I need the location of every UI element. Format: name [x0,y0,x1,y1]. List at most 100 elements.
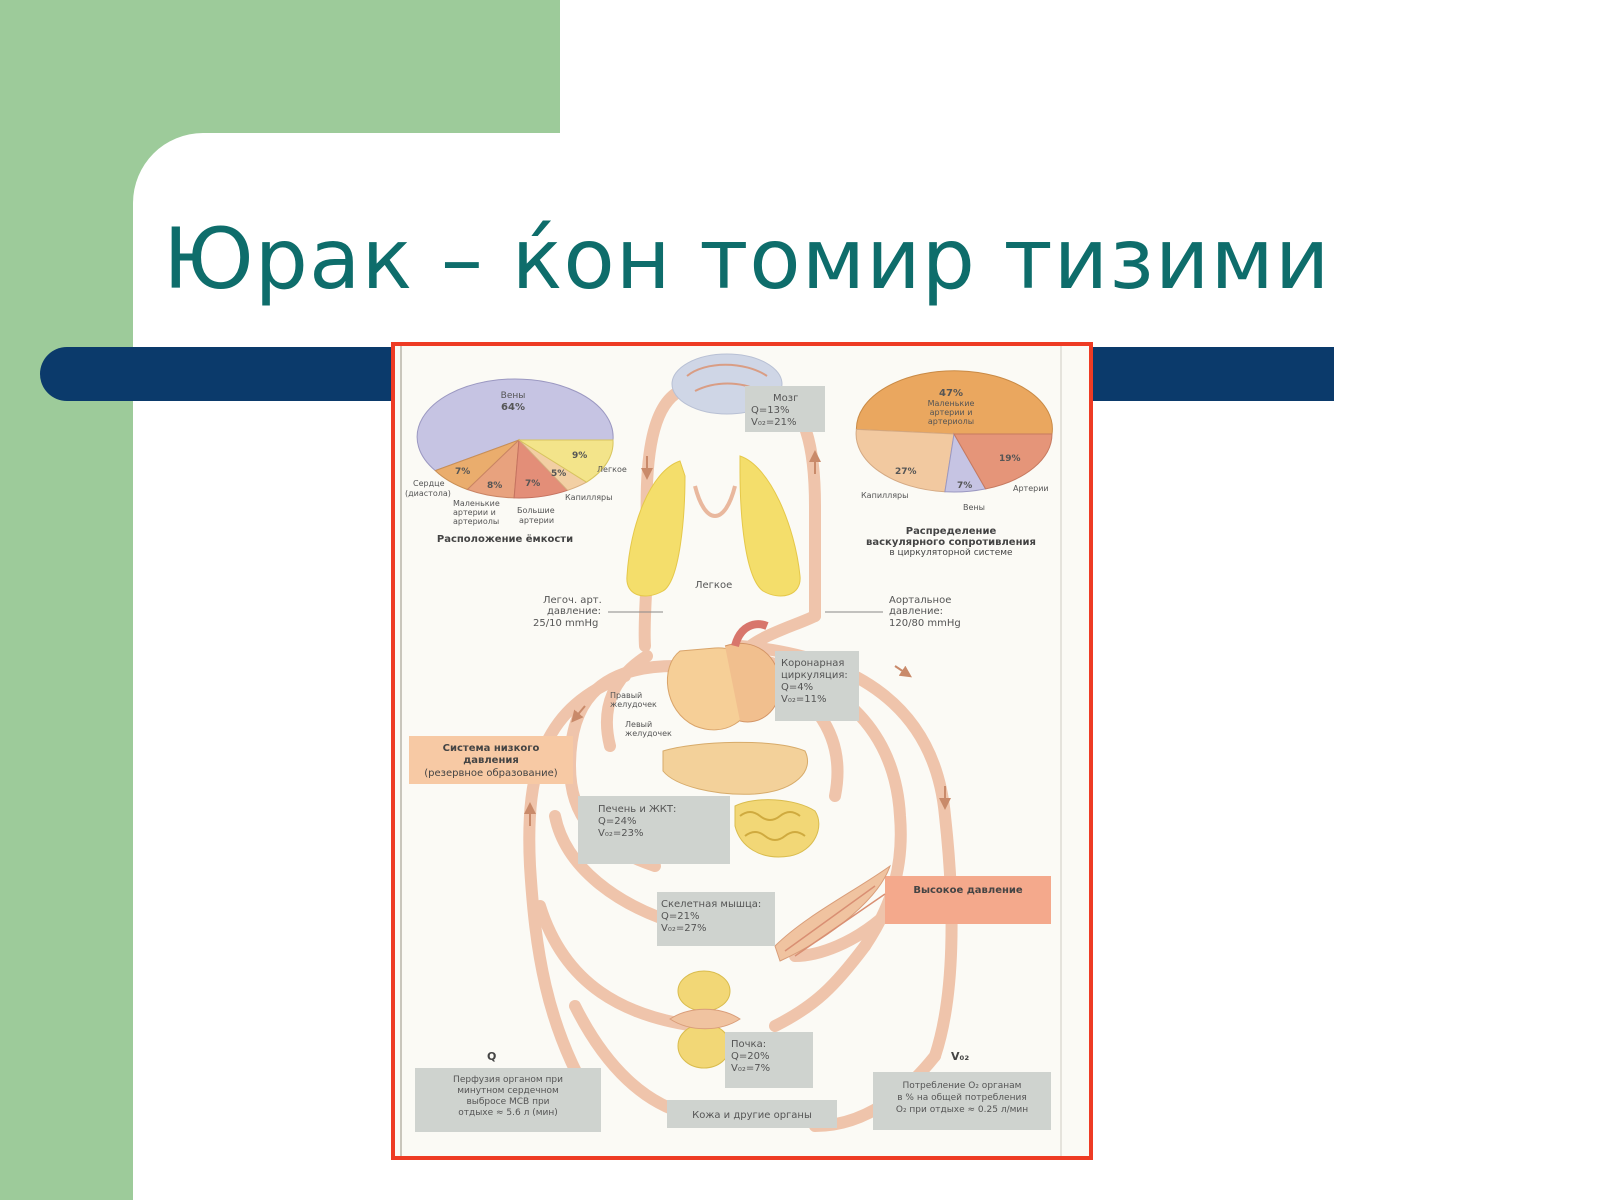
muscle-q: Q=21% [661,911,699,922]
liver-vo2: V₀₂=23% [598,828,643,839]
resistance-pie-title-l3: в циркуляторной системе [889,548,1013,558]
capacity-small-arteries-value: 8% [487,481,502,491]
left-ventricle-l1: Левый [625,720,652,729]
circulation-diagram: Мозг Q=13% V₀₂=21% Легкое Легоч. арт. да… [400,346,1062,1156]
oxygen-l1: Потребление O₂ органам [903,1081,1022,1091]
lung-label: Легкое [695,580,732,591]
resistance-veins-label: Вены [963,503,985,512]
perfusion-l1: Перфузия органом при [453,1075,563,1085]
brain-vo2: V₀₂=21% [751,417,796,428]
q-symbol: Q [487,1050,496,1063]
coronary-info-box [775,651,859,721]
liver-info-box [578,796,730,864]
muscle-info-box [657,892,775,946]
pulm-pressure-l3: 25/10 mmHg [533,618,598,629]
kidney-bottom [677,1023,731,1069]
right-lung [739,455,801,597]
low-pressure-l3: (резервное образование) [424,768,558,779]
right-ventricle-l2: желудочек [610,700,657,709]
low-pressure-l1: Система низкого [443,743,540,754]
capacity-capillaries-value: 5% [551,469,566,479]
capacity-veins-label: Вены [501,391,526,401]
perfusion-l4: отдыхе ≈ 5.6 л (мин) [458,1108,558,1118]
capacity-heart-l2: (диастола) [405,489,451,498]
circulation-figure: Мозг Q=13% V₀₂=21% Легкое Легоч. арт. да… [391,342,1093,1160]
liver-q: Q=24% [598,816,636,827]
capacity-pie [416,378,614,499]
resistance-arteries-label: Артерии [1013,484,1049,493]
capacity-veins-value: 64% [501,402,525,413]
capacity-capillaries-label: Капилляры [565,493,612,502]
pulmonary-vessels [693,485,737,518]
brain-info-box [745,386,825,432]
liver-shape [662,741,808,795]
resistance-pie [855,370,1053,493]
flow-arrows [524,450,951,826]
right-ventricle-l1: Правый [610,691,642,700]
capacity-big-arteries-l2: артерии [519,516,554,525]
coronary-l2: циркуляция: [781,670,848,681]
resistance-small-value: 47% [939,388,963,399]
aortic-pressure-l2: давление: [889,606,943,617]
perfusion-l2: минутном сердечном [457,1086,559,1096]
capacity-big-arteries-value: 7% [525,479,540,489]
coronary-vo2: V₀₂=11% [781,694,826,705]
vessel-venous-outer [523,670,631,1112]
resistance-pie-title-l1: Распределение [906,526,997,537]
vessel-venous-kidney [534,900,701,1032]
pulm-pressure-l1: Легоч. арт. [543,595,602,606]
capacity-small-arteries-l2: артерии и [453,508,496,517]
vo2-symbol: V₀₂ [951,1050,969,1063]
capacity-lung-value: 9% [572,451,587,461]
resistance-slice-small-arteries [855,370,1053,435]
perfusion-info-box [415,1068,601,1132]
resistance-pie-title-l2: васкулярного сопротивления [866,537,1036,548]
kidney-vo2: V₀₂=7% [731,1063,770,1074]
intestine-loops [739,811,806,841]
resistance-small-l1: Маленькие [928,399,975,408]
muscle-fibers [784,885,886,957]
resistance-slice-capillaries [855,428,955,493]
vessel-pulm-left [600,650,653,752]
kidney-info-box [725,1032,813,1088]
capacity-big-arteries-l1: Большие [517,506,555,515]
kidney-label: Почка: [731,1039,766,1050]
skin-label: Кожа и другие органы [692,1110,812,1121]
resistance-slice-arteries [953,433,1053,490]
resistance-small-l2: артерии и [930,408,973,417]
capacity-small-arteries-l3: артериолы [453,517,499,526]
muscle-vo2: V₀₂=27% [661,923,706,934]
resistance-arteries-value: 19% [999,454,1021,464]
aortic-pressure-l3: 120/80 mmHg [889,618,961,629]
oxygen-info-box [873,1072,1051,1130]
liver-label: Печень и ЖКТ: [598,804,676,815]
capacity-lung-label: Легкое [597,465,627,474]
resistance-capillaries-label: Капилляры [861,491,908,500]
capacity-heart-value: 7% [455,467,470,477]
aorta-root [731,620,769,648]
capacity-pie-title: Расположение ёмкости [437,533,573,545]
kidney-top [677,970,731,1012]
oxygen-l3: O₂ при отдыхе ≈ 0.25 л/мин [896,1105,1028,1115]
coronary-l1: Коронарная [781,658,844,669]
vessel-arterial-kidney [769,940,871,1032]
left-lung [626,460,686,597]
kidney-q: Q=20% [731,1051,769,1062]
brain-q: Q=13% [751,405,789,416]
perfusion-l3: выбросе МСВ при [466,1097,549,1107]
brain-label: Мозг [773,393,798,404]
vessel-arterial-muscle [789,900,901,962]
resistance-veins-value: 7% [957,481,972,491]
left-ventricle-l2: желудочек [625,729,672,738]
slide-title: Юрак – ќон томир тизими [163,210,1331,308]
intestine-shape [734,799,820,858]
resistance-capillaries-value: 27% [895,467,917,477]
muscle-label: Скелетная мышца: [661,899,761,910]
skin-info-box [667,1100,837,1128]
capacity-heart-l1: Сердце [413,479,445,488]
resistance-small-l3: артериолы [928,417,974,426]
coronary-q: Q=4% [781,682,813,693]
capacity-slice-lung [517,439,614,483]
low-pressure-l2: давления [463,755,519,766]
capacity-slice-veins [416,378,614,472]
